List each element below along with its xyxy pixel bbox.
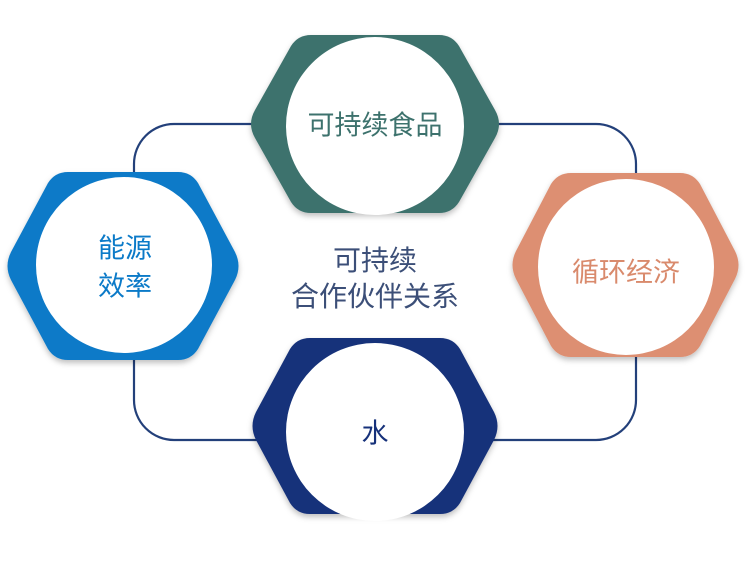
node-label: 可持续食品 <box>308 111 443 142</box>
node-inner-circle <box>286 343 464 521</box>
node-circular-economy: 循环经济 <box>512 173 739 357</box>
node-inner-circle <box>286 37 464 215</box>
node-label-line1: 能源 <box>98 234 152 265</box>
node-energy-efficiency: 能源 效率 <box>7 172 239 360</box>
node-label-line2: 效率 <box>98 272 152 303</box>
node-label: 水 <box>362 419 389 450</box>
node-inner-circle <box>36 177 212 353</box>
center-title-line1: 可持续 <box>333 244 417 277</box>
node-water: 水 <box>252 338 498 521</box>
node-label: 循环经济 <box>572 258 680 289</box>
center-title-line2: 合作伙伴关系 <box>291 280 459 313</box>
node-inner-circle <box>538 179 714 355</box>
node-sustainable-food: 可持续食品 <box>251 35 499 215</box>
